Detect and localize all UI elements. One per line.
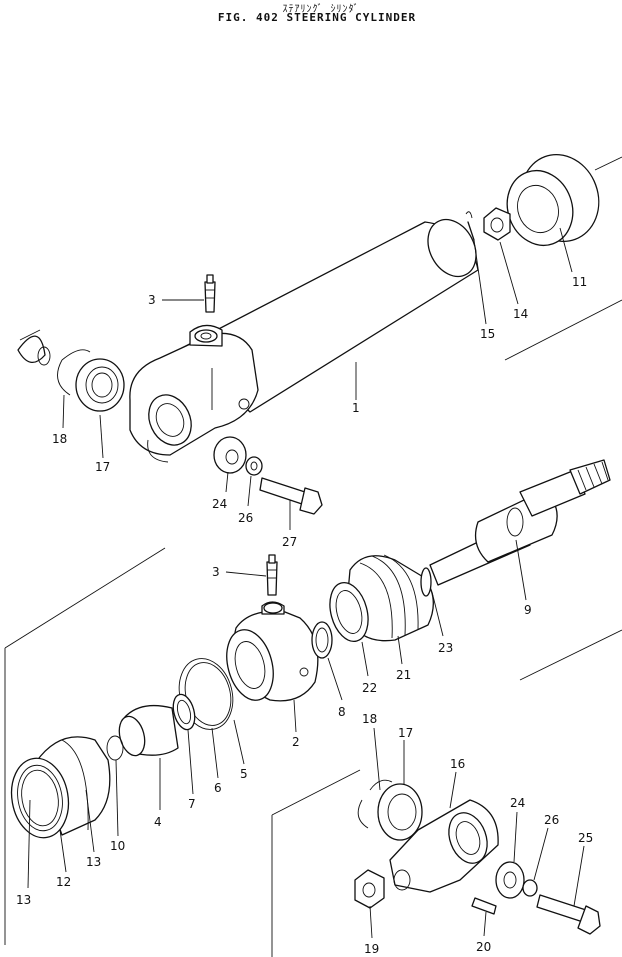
callout-1: 1 [352,401,360,415]
callout-23: 23 [438,641,453,655]
callout-7: 7 [188,797,196,811]
callout-13-left: 13 [16,893,31,907]
callout-4: 4 [154,815,162,829]
callout-26-upper: 26 [238,511,253,525]
piston-rod [429,459,611,586]
callout-6: 6 [214,781,222,795]
callout-27: 27 [282,535,297,549]
grease-fitting-upper [204,274,216,313]
leader-lines [27,227,585,939]
callout-18-lower: 18 [362,712,377,726]
callout-3-lower: 3 [212,565,220,579]
callout-8: 8 [338,705,346,719]
callout-21: 21 [396,668,411,682]
callout-26-lower: 26 [544,813,559,827]
cylinder-tube [129,218,479,463]
callout-10: 10 [110,839,125,853]
callout-2: 2 [292,735,300,749]
grease-fitting-lower [266,554,278,596]
callout-9: 9 [524,603,532,617]
callout-24-lower: 24 [510,796,525,810]
callout-12: 12 [56,875,71,889]
callout-3-upper: 3 [148,293,156,307]
figure-title: FIG. 402 STEERING CYLINDER [217,11,417,24]
callout-13-mid: 13 [86,855,101,869]
callout-17-upper: 17 [95,460,110,474]
callout-14: 14 [513,307,528,321]
cylinder-head [10,736,111,839]
bolt-set-middle [213,436,323,515]
callout-19: 19 [364,942,379,956]
callout-20: 20 [476,940,491,954]
pin-and-bushing-upper-left [17,329,125,412]
callout-18-upper: 18 [52,432,67,446]
callout-5: 5 [240,767,248,781]
callout-16: 16 [450,757,465,771]
rod-bellows [329,554,434,642]
section-frame-lines [4,156,622,957]
callout-22: 22 [362,681,377,695]
callout-24-upper: 24 [212,497,227,511]
callout-17-lower: 17 [398,726,413,740]
callout-25: 25 [578,831,593,845]
seal-rings [106,658,234,761]
callout-15: 15 [480,327,495,341]
gland-body [226,601,333,702]
callout-11: 11 [572,275,587,289]
rod-end-clevis [354,779,601,935]
japanese-title: ｽﾃｱﾘﾝｸﾞ ｼﾘﾝﾀﾞ [282,4,360,15]
gland-nut-upper-right [465,154,600,246]
callout-labels: 3 1 11 14 15 18 17 24 26 27 3 9 23 21 22… [16,275,593,956]
